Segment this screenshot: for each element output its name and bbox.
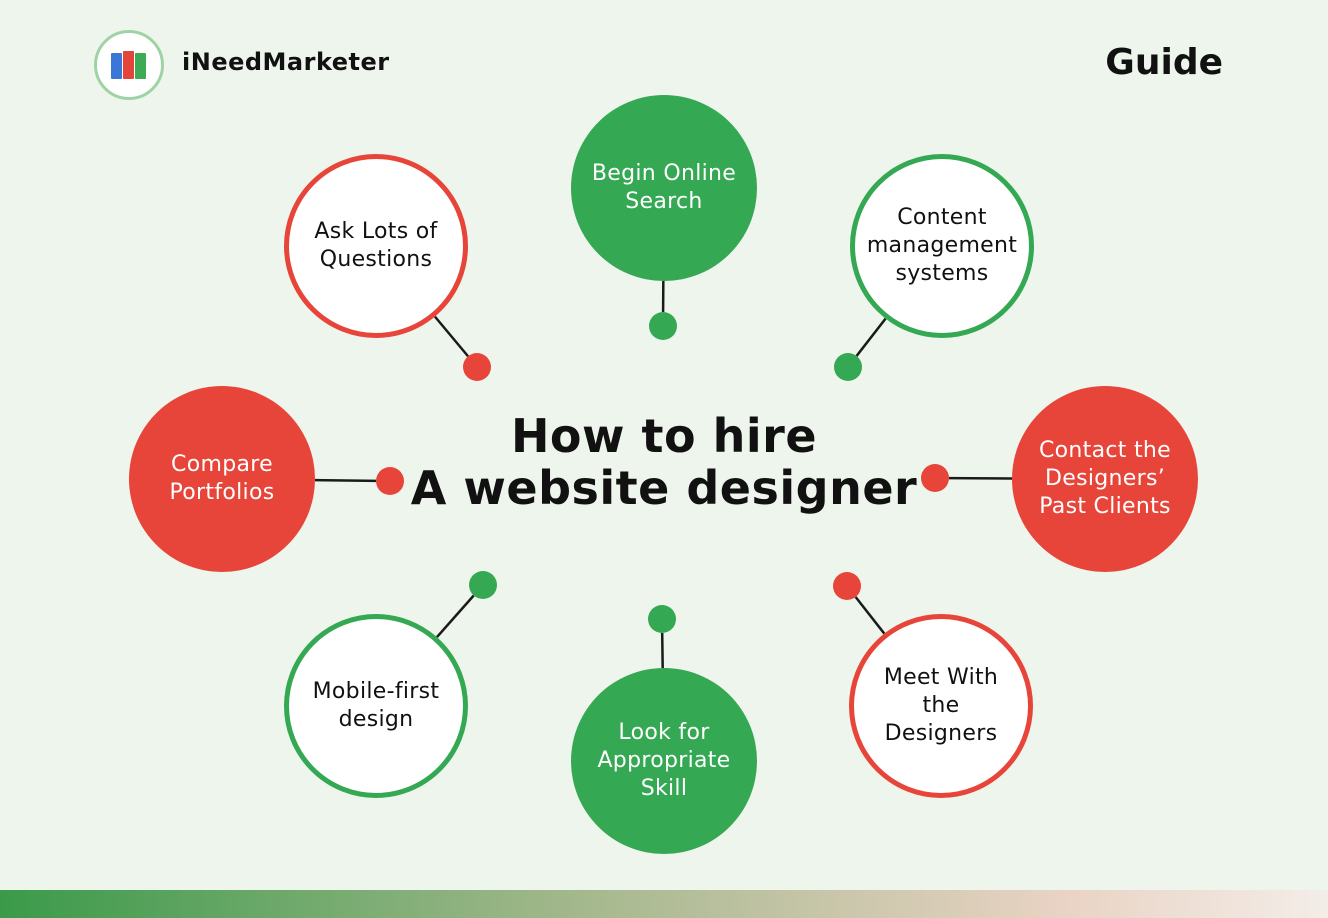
step-meet-with-designers: Meet With the Designers [849, 614, 1033, 798]
compare-portfolios-connector-line [314, 478, 377, 483]
step-label: Content management systems [866, 205, 1018, 286]
begin-online-search-connector-dot [649, 312, 677, 340]
step-label: Mobile-first design [312, 679, 440, 732]
look-for-appropriate-skill-connector-dot [648, 605, 676, 633]
step-content-management-systems: Content management systems [850, 154, 1034, 338]
ask-lots-of-questions-connector-dot [463, 353, 491, 381]
step-label: Meet With the Designers [883, 665, 999, 746]
contact-past-clients-connector-dot [921, 464, 949, 492]
step-begin-online-search: Begin Online Search [571, 95, 757, 281]
brand-logo [94, 30, 164, 100]
meet-with-designers-connector-dot [833, 572, 861, 600]
compare-portfolios-connector-dot [376, 467, 404, 495]
mobile-first-design-connector-dot [469, 571, 497, 599]
book-icon [111, 51, 146, 79]
brand-name: iNeedMarketer [182, 48, 390, 76]
title-line-2: A website designer [410, 461, 918, 515]
step-label: Look for Appropriate Skill [597, 720, 731, 801]
meet-with-designers-connector-line [854, 596, 886, 635]
content-management-systems-connector-line [855, 317, 887, 357]
step-label: Compare Portfolios [169, 452, 275, 505]
ask-lots-of-questions-connector-line [433, 315, 469, 358]
step-label: Begin Online Search [591, 161, 737, 214]
title-line-1: How to hire [510, 409, 818, 463]
diagram-title: How to hire A website designer [364, 410, 964, 514]
step-ask-lots-of-questions: Ask Lots of Questions [284, 154, 468, 338]
step-contact-past-clients: Contact the Designers’ Past Clients [1012, 386, 1198, 572]
step-mobile-first-design: Mobile-first design [284, 614, 468, 798]
mobile-first-design-connector-line [436, 594, 475, 638]
bottom-gradient-bar [0, 890, 1328, 918]
guide-label: Guide [1105, 42, 1223, 83]
step-look-for-appropriate-skill: Look for Appropriate Skill [571, 668, 757, 854]
content-management-systems-connector-dot [834, 353, 862, 381]
step-compare-portfolios: Compare Portfolios [129, 386, 315, 572]
step-label: Contact the Designers’ Past Clients [1039, 438, 1171, 519]
step-label: Ask Lots of Questions [314, 219, 438, 272]
